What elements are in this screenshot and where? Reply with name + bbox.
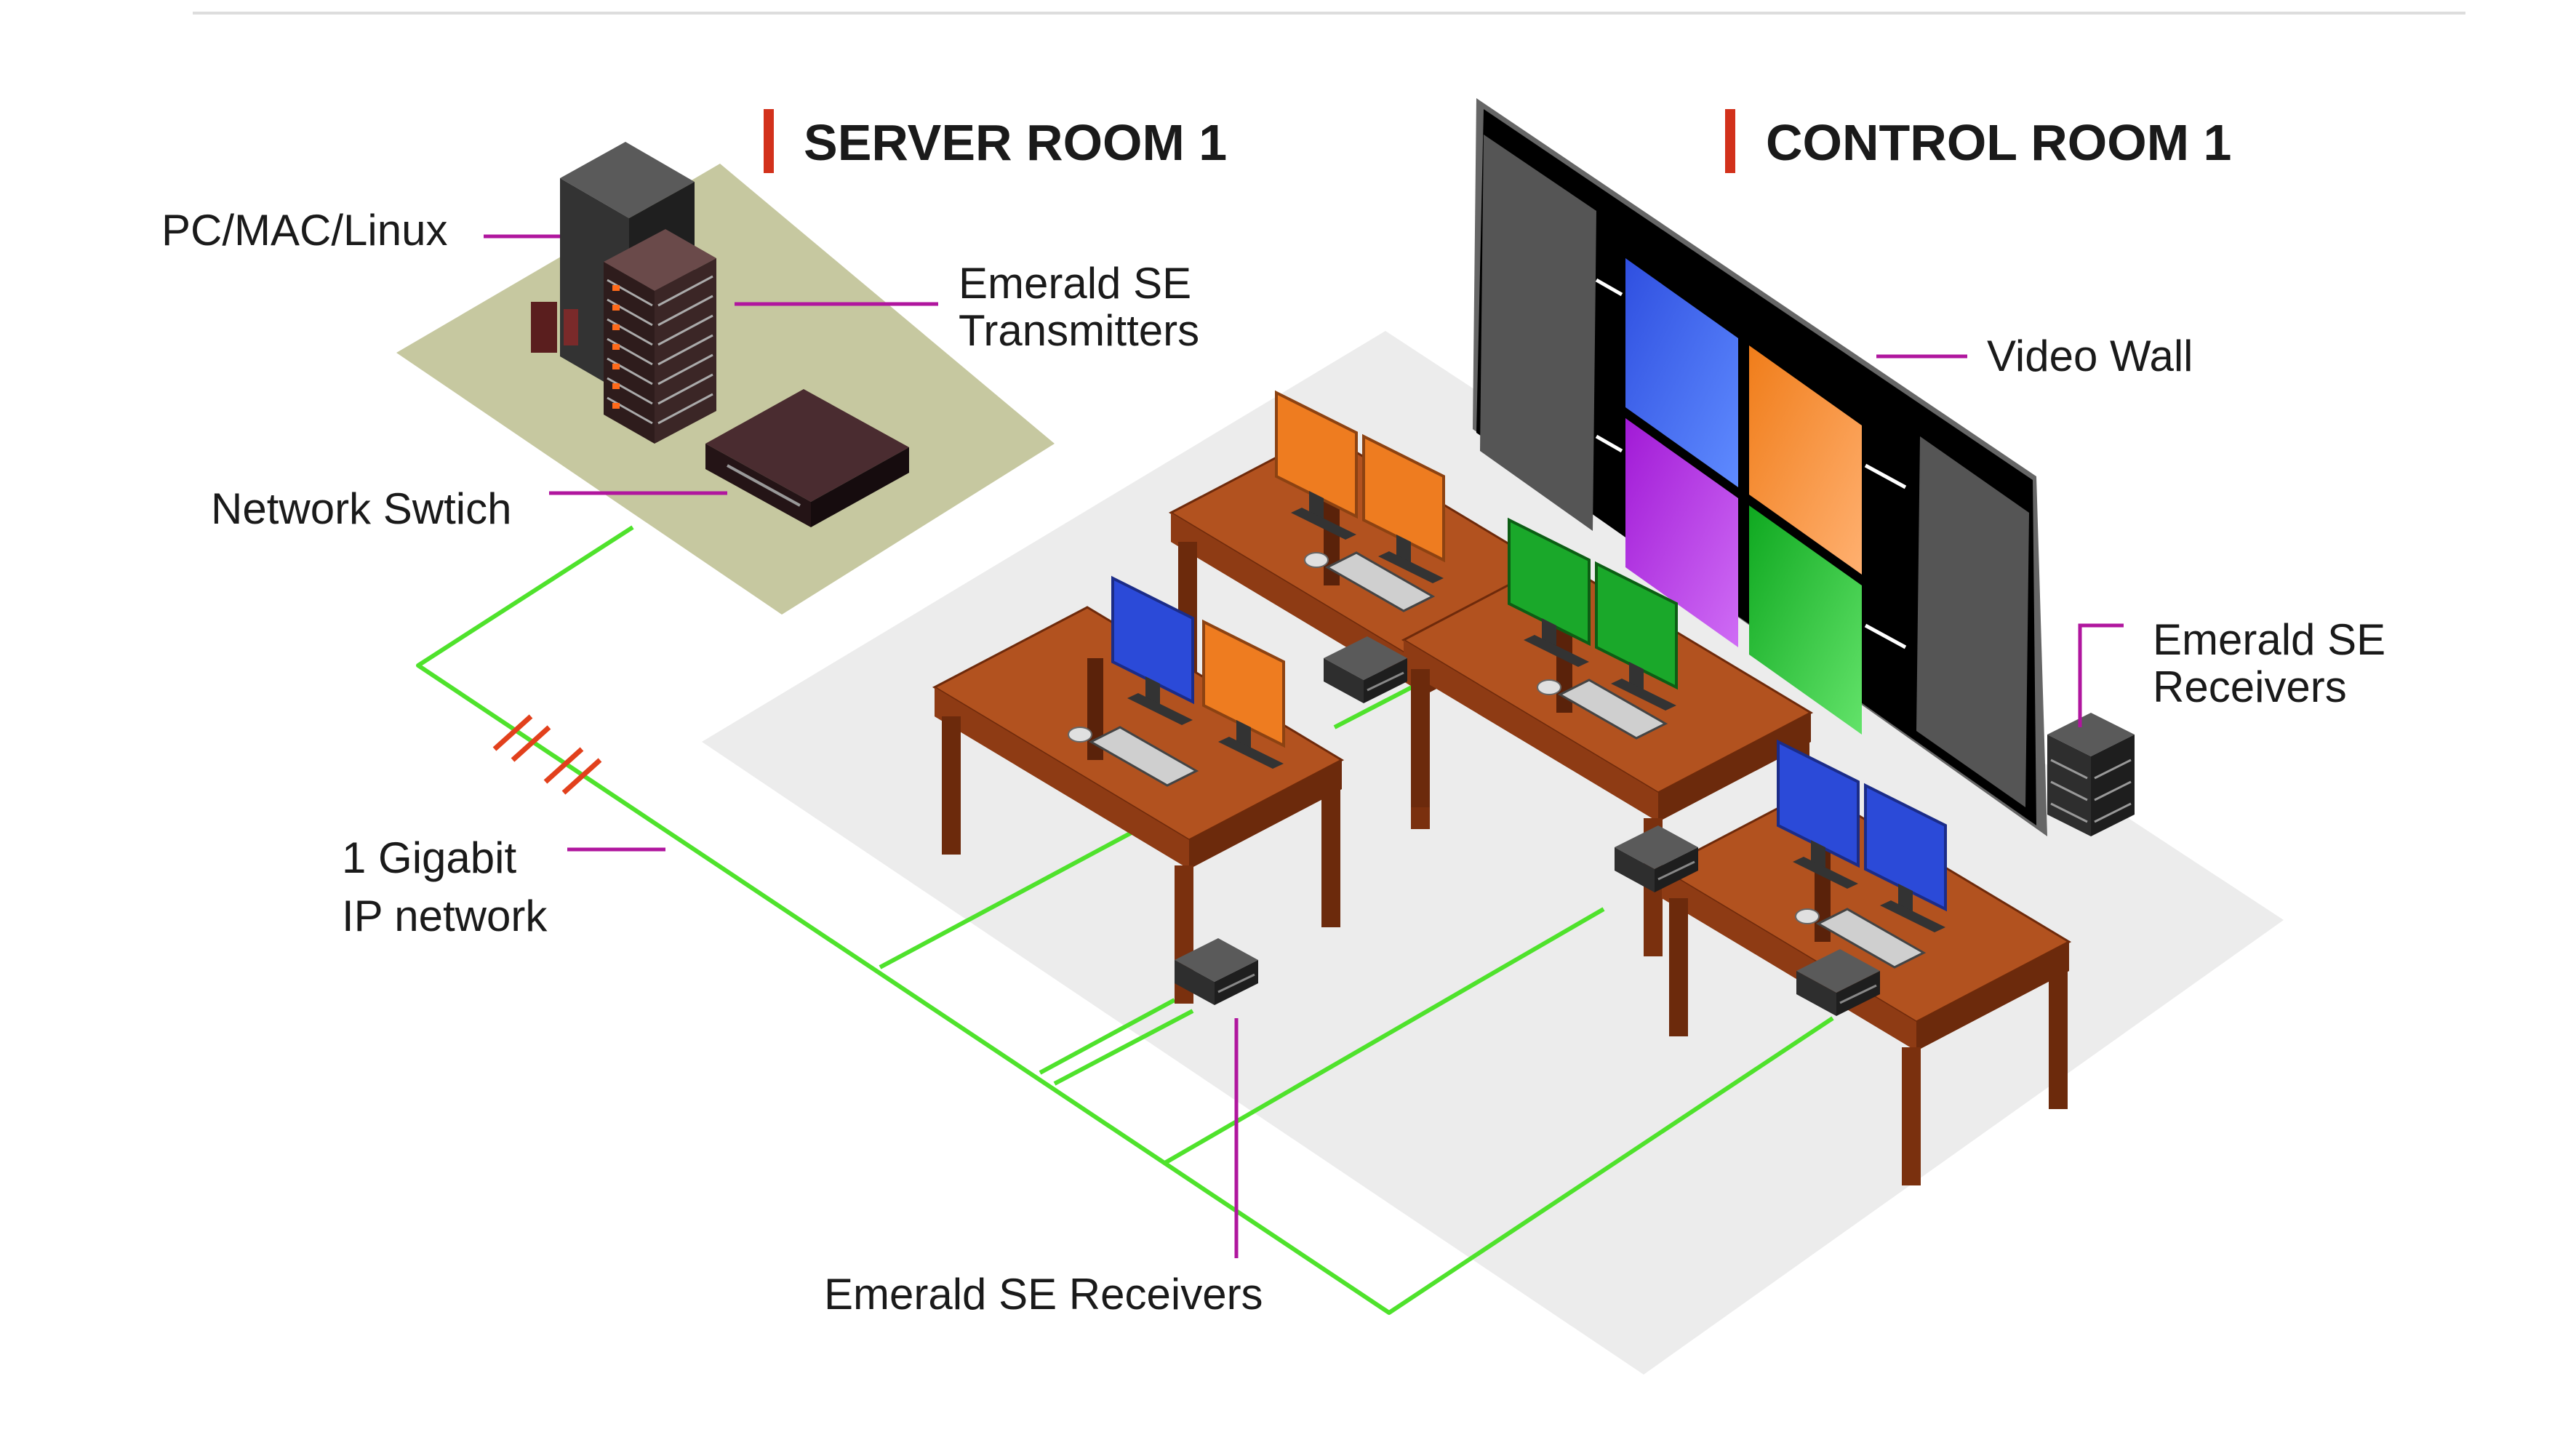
transmitters-label-line1: Emerald SE — [959, 259, 1191, 308]
network-break-marks — [492, 714, 602, 795]
transmitters-label-line2: Transmitters — [959, 306, 1199, 355]
control-room-accent-bar — [1725, 109, 1735, 173]
receiver-stack-icon — [2047, 713, 2135, 836]
video-wall-label: Video Wall — [1987, 332, 2193, 380]
network-switch-label: Network Swtich — [211, 484, 511, 533]
desk-receivers-label: Emerald SE Receivers — [824, 1270, 1263, 1319]
server-room-title: SERVER ROOM 1 — [804, 114, 1227, 171]
network-label-line1: 1 Gigabit — [342, 833, 516, 882]
transmitter-stack-icon — [604, 229, 716, 444]
video-wall-icon — [1473, 98, 2047, 836]
server-room-floor — [396, 164, 1055, 615]
wall-receivers-label-line1: Emerald SE — [2153, 615, 2385, 664]
wall-receivers-label-line2: Receivers — [2153, 663, 2347, 711]
pc-label: PC/MAC/Linux — [161, 206, 447, 255]
control-room-title: CONTROL ROOM 1 — [1766, 114, 2231, 171]
server-room-accent-bar — [764, 109, 774, 173]
control-room-floor — [702, 331, 2284, 1375]
network-label-line2: IP network — [342, 892, 548, 940]
leader-lines — [484, 234, 2124, 1258]
network-switch-icon — [705, 389, 909, 527]
